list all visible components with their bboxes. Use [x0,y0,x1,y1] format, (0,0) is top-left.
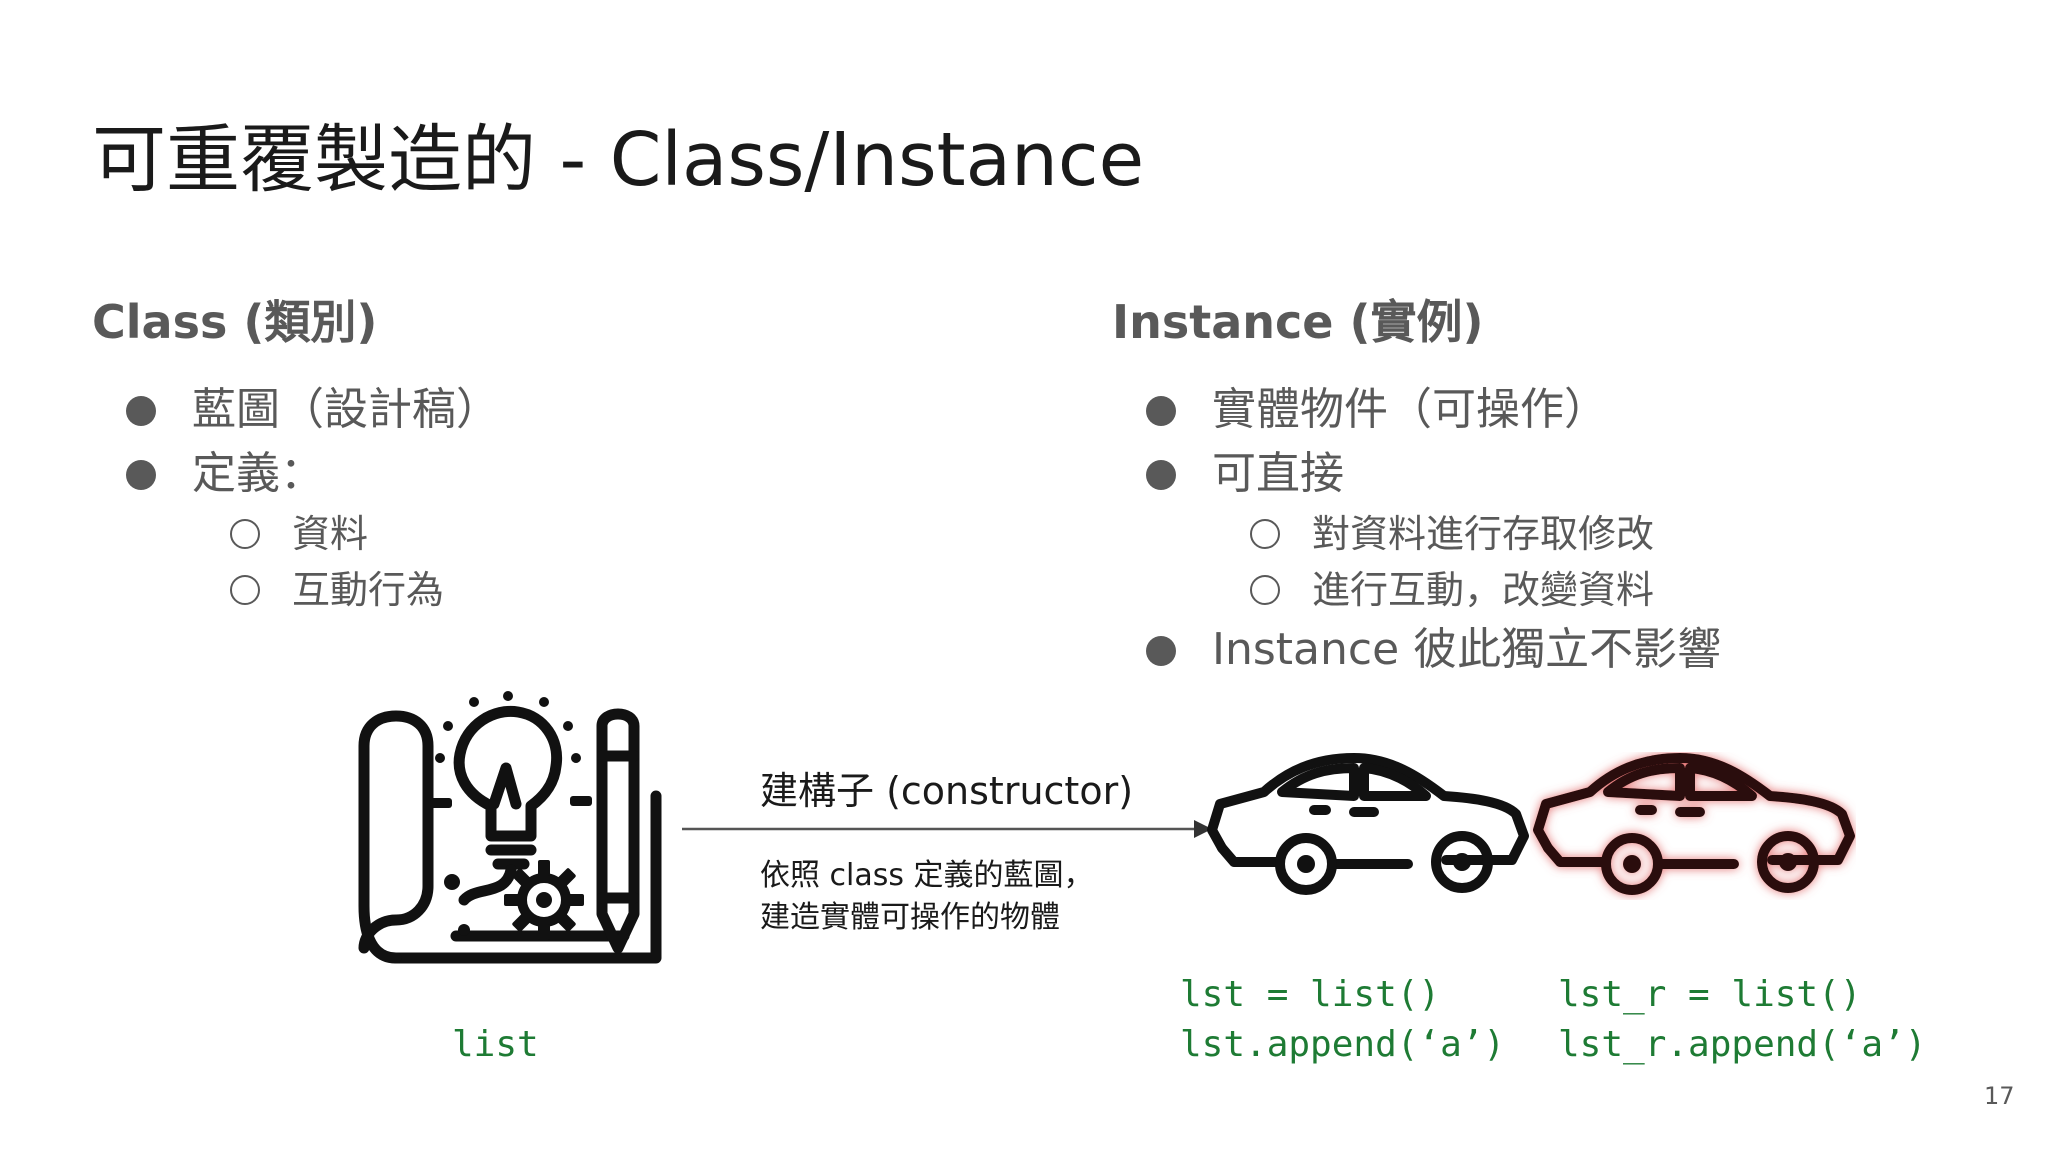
bullet-dot-icon [126,396,156,426]
bullet-dot-icon [126,460,156,490]
bullet-text: 藍圖（設計稿） [192,384,500,435]
blueprint-lightbulb-gear-pencil-icon [358,691,662,964]
class-heading: Class (類別) [92,295,378,349]
bullet-text: 實體物件（可操作） [1212,384,1608,435]
instance-bullet-direct: 可直接 [1112,442,1721,506]
bullet-dot-icon [1146,396,1176,426]
constructor-label: 建構子 (constructor) [760,769,1134,813]
class-sub-bullet-behavior: 互動行為 [92,562,500,618]
instance-bullet-object: 實體物件（可操作） [1112,378,1721,442]
bullet-text: 可直接 [1212,448,1344,499]
class-code-label: list [452,1024,539,1065]
class-sub-bullet-data: 資料 [92,506,500,562]
code-line: lst_r = list() [1558,974,1862,1015]
bullet-dot-icon [1146,636,1176,666]
constructor-desc-line-2: 建造實體可操作的物體 [760,900,1060,935]
bullet-text: 對資料進行存取修改 [1312,512,1655,556]
instance-sub-bullet-access: 對資料進行存取修改 [1112,506,1721,562]
bullet-ring-icon [1250,519,1280,549]
constructor-description: 依照 class 定義的藍圖， 建造實體可操作的物體 [760,855,1094,939]
car-icon [1207,753,1529,895]
instance-code-red: lst_r = list() lst_r.append(‘a’) [1558,970,1926,1070]
bullet-ring-icon [230,519,260,549]
class-bullet-list: 藍圖（設計稿） 定義： 資料 互動行為 [92,378,500,618]
code-line: lst_r.append(‘a’) [1558,1024,1927,1065]
instance-sub-bullet-interact: 進行互動，改變資料 [1112,562,1721,618]
instance-bullet-independent: Instance 彼此獨立不影響 [1112,618,1721,682]
bullet-text: Instance 彼此獨立不影響 [1212,624,1722,675]
instance-code-black: lst = list() lst.append(‘a’) [1180,970,1505,1070]
bullet-ring-icon [230,575,260,605]
arrow-right-icon [682,820,1212,838]
instance-heading: Instance (實例) [1112,295,1484,349]
bullet-text: 互動行為 [292,568,445,612]
bullet-text: 資料 [292,512,369,556]
instance-bullet-list: 實體物件（可操作） 可直接 對資料進行存取修改 進行互動，改變資料 Instan… [1112,378,1721,682]
page-number: 17 [1984,1082,2015,1110]
code-line: lst.append(‘a’) [1180,1024,1506,1065]
bullet-dot-icon [1146,460,1176,490]
bullet-text: 定義： [192,448,324,499]
constructor-desc-line-1: 依照 class 定義的藍圖， [760,858,1094,893]
slide-title: 可重覆製造的 - Class/Instance [92,117,1145,203]
code-line: lst = list() [1180,974,1441,1015]
car-red-icon [1533,753,1855,895]
class-bullet-blueprint: 藍圖（設計稿） [92,378,500,442]
class-bullet-definition: 定義： [92,442,500,506]
bullet-ring-icon [1250,575,1280,605]
bullet-text: 進行互動，改變資料 [1312,568,1655,612]
